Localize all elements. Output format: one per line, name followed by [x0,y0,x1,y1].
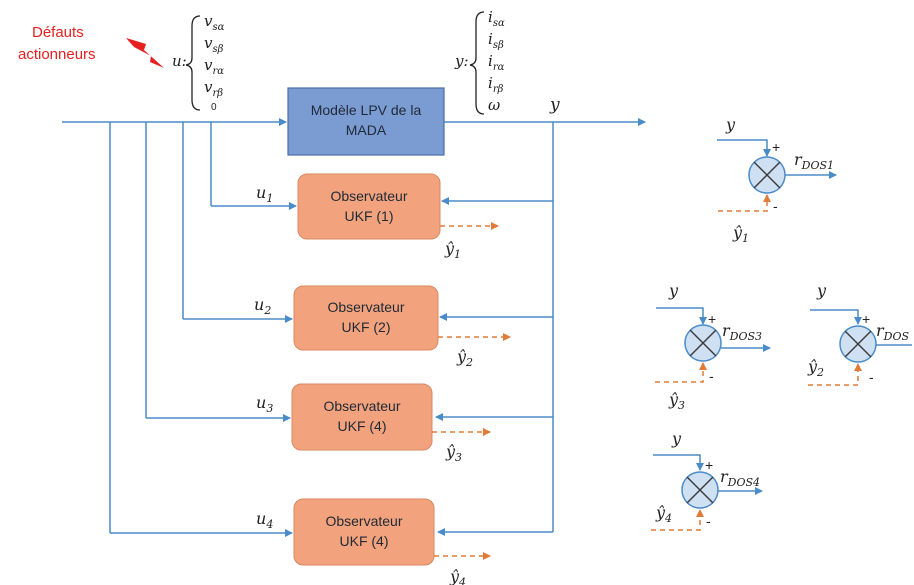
input-item: vrβ [204,78,223,99]
observer-title: Observateur [325,513,402,529]
input-item: vsβ [204,34,224,55]
observer-input-label-2: u2 [254,295,271,317]
observer-input-label-4: u4 [256,509,273,531]
comparator-y-label: y [816,281,827,300]
observer-output-label-3: ŷ3 [445,442,462,464]
comparator-plus-sign: + [862,311,870,327]
observer-block-1: Observateur UKF (1) [297,173,441,240]
observer-block-3: Observateur UKF (4) [291,383,433,451]
comparator-minus-sign: - [709,368,714,384]
input-item: vrα [204,56,224,77]
observer-title: Observateur [330,188,407,204]
model-block [287,87,445,156]
lightning-icon [126,38,164,68]
comparator-residual-label: rDOS1 [794,150,834,172]
comparator-estimate-label: ŷ2 [807,357,824,379]
observer-subtitle: UKF (4) [340,533,389,549]
observer-subtitle: UKF (2) [342,319,391,335]
signal-lines [62,118,646,537]
observer-block-2: Observateur UKF (2) [293,285,439,351]
comparator-minus-sign: - [706,513,711,529]
output-vector-items: isα isβ irα irβ ω [488,8,505,114]
comparator-minus-sign: - [869,369,874,385]
comparator-minus-sign: - [773,198,778,214]
comparator-y-label: y [671,429,682,448]
output-y-label: y [549,95,560,115]
observer-output-label-1: ŷ1 [444,239,461,261]
observer-input-label-1: u1 [256,183,273,205]
comparator-2: y + rDOS3 - ŷ3 [655,281,771,412]
comparator-estimate-label: ŷ4 [655,503,672,525]
comparator-plus-sign: + [705,457,713,473]
fault-label-line2: actionneurs [18,46,96,63]
input-vector-name: u: [172,52,187,70]
comparator-1: y + rDOS1 - ŷ1 [717,115,837,245]
comparator-plus-sign: + [772,139,780,155]
model-block-title-line1: Modèle LPV de la [311,102,422,118]
input-item: 0 [211,102,217,113]
comparator-plus-sign: + [708,311,716,327]
comparator-residual-label: rDOS4 [720,467,760,489]
model-block-title-line2: MADA [346,122,387,138]
comparator-residual-label: rDOS [876,321,909,343]
observer-title: Observateur [327,299,404,315]
comparator-residual-label: rDOS3 [722,321,762,343]
output-vector-name: y: [454,52,469,70]
output-item: isβ [488,30,504,51]
fault-label-line1: Défauts [32,24,84,41]
output-item: isα [488,8,505,29]
input-vector-brace [185,15,201,111]
observer-output-label-2: ŷ2 [456,347,473,369]
comparator-4: y + rDOS4 - ŷ4 [651,429,763,531]
comparator-estimate-label: ŷ1 [732,223,749,245]
comparator-3: y + rDOS - ŷ2 [807,281,912,386]
observer-output-label-4: ŷ4 [449,567,466,585]
comparator-y-label: y [725,115,736,134]
output-item: ω [488,96,500,114]
observer-input-label-3: u3 [256,393,273,415]
observer-subtitle: UKF (4) [338,418,387,434]
observer-subtitle: UKF (1) [345,208,394,224]
output-vector-brace [469,11,485,115]
output-item: irα [488,52,505,73]
comparator-y-label: y [668,281,679,300]
output-item: irβ [488,74,504,95]
input-item: vsα [204,12,225,33]
observer-block-4: Observateur UKF (4) [293,498,435,566]
comparator-estimate-label: ŷ3 [668,390,685,412]
input-vector-items: vsα vsβ vrα vrβ 0 [204,12,225,113]
observer-title: Observateur [323,398,400,414]
